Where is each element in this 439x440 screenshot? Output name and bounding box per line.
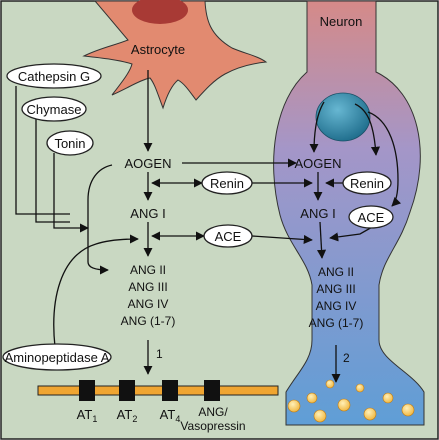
chymase-pill [21,96,87,122]
ace-neuron-label: ACE [358,210,385,225]
vesicle [363,407,377,421]
vesicle [382,392,394,404]
cell-membrane [37,385,279,396]
neuron-ace-arrow [329,225,375,242]
peptide-right-ang1-7: ANG (1-7) [309,316,364,330]
renin-neuron-label: Renin [350,176,384,191]
neuron-nucleus [315,92,371,142]
astrocyte-cell [82,0,268,110]
chymase-arrow [35,119,70,223]
ang1-left-label: ANG I [130,206,165,221]
ang-receptor-label: ANG/ [198,405,228,419]
at1-label: AT1 [77,407,98,424]
renin-center-label: Renin [210,176,244,191]
astrocyte-nucleus [132,0,188,24]
peptide-right-ang4: ANG IV [316,299,357,313]
cathepsin-g-pill [6,63,102,89]
ace-neuron-pill [348,205,394,229]
ang1-right-label: ANG I [300,206,335,221]
vesicle [313,409,327,423]
ace-right-arrow [251,234,313,244]
tonin-pill [46,130,94,156]
ang1-to-ang2-right-arrow [317,221,327,259]
vesicle [401,403,415,417]
ace-center-label: ACE [215,229,242,244]
vesicle [306,392,318,404]
tonin-label: Tonin [54,136,85,151]
tonin-arrow [53,153,89,233]
vesicle [355,383,365,393]
at2-receptor [119,380,135,401]
synaptic-vesicles [287,379,415,423]
aminopeptidase-arrow [53,234,139,348]
aogen-right-label: AOGEN [295,156,342,171]
peptide-left-ang2: ANG II [130,263,166,277]
peptide-right-ang2: ANG II [318,265,354,279]
aminopeptidase-a-pill [2,343,112,371]
aogen-to-ang2-loop-arrow [87,164,113,275]
renin-center-pill [201,171,253,195]
neuron-cell [273,0,425,426]
aminopeptidase-a-label: Aminopeptidase A [5,350,110,365]
vesicle [287,399,301,413]
cathepsin-g-label: Cathepsin G [18,69,90,84]
astrocyte-label: Astrocyte [131,42,185,57]
peptide-left-ang4: ANG IV [128,297,169,311]
nucleus-to-ace-arrow [367,111,402,207]
cathepsin-arrow [15,86,70,215]
peptide-right-ang3: ANG III [316,282,355,296]
vesicle [325,379,335,389]
nucleus-to-renin-arrow [354,103,380,156]
ang-vasopressin-receptor [204,380,220,401]
vesicle [337,398,351,412]
vasopressin-label: Vasopressin [180,419,245,433]
pathway-2-label: 2 [343,351,350,365]
peptide-left-ang1-7: ANG (1-7) [121,314,176,328]
pathway-1-label: 1 [156,347,163,361]
ace-center-pill [203,224,253,248]
peptide-left-ang3: ANG III [128,280,167,294]
nucleus-to-aogen-arrow [309,101,325,153]
chymase-label: Chymase [27,102,82,117]
at2-label: AT2 [117,407,138,424]
neuron-label: Neuron [320,14,363,29]
renin-neuron-pill [342,171,392,195]
at1-receptor [79,380,95,401]
at4-label: AT4 [160,407,181,424]
aogen-left-label: AOGEN [125,156,172,171]
at4-receptor [162,380,178,401]
